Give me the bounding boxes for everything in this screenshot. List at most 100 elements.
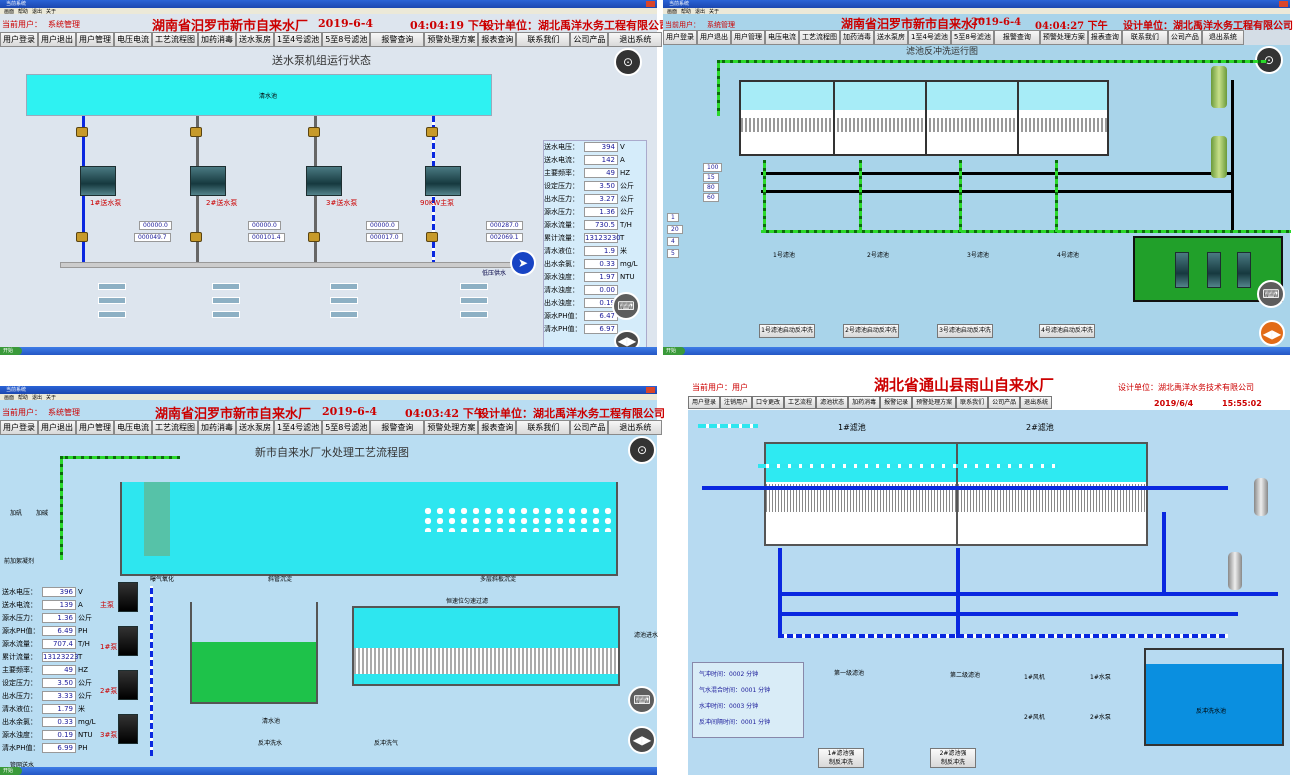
valve-icon[interactable]	[426, 127, 438, 137]
nav-filter-5-8[interactable]: 5至8号滤池	[322, 420, 371, 435]
nav-pump-room[interactable]: 送水泵房	[874, 30, 908, 45]
menu-item-help[interactable]: 帮助	[18, 9, 29, 15]
switch-arrows-icon[interactable]: ◀▶	[614, 330, 640, 352]
nav-logout[interactable]: 注销用户	[720, 396, 753, 409]
pump-2-icon[interactable]	[190, 166, 226, 196]
valve-icon[interactable]	[308, 127, 320, 137]
nav-login[interactable]: 用户登录	[0, 420, 38, 435]
menu-item-screen[interactable]: 画面	[4, 395, 15, 401]
nav-reports[interactable]: 报表查询	[478, 420, 517, 435]
pump-icon[interactable]	[118, 626, 138, 656]
menu-item-screen[interactable]: 画面	[667, 9, 678, 15]
menu-item-about[interactable]: 关于	[709, 9, 720, 15]
nav-dosing[interactable]: 加药消毒	[198, 420, 236, 435]
nav-contact[interactable]: 联系我们	[1121, 30, 1168, 45]
nav-login[interactable]: 用户登录	[0, 32, 38, 47]
nav-filter-status[interactable]: 滤池状态	[816, 396, 849, 409]
nav-logout[interactable]: 用户退出	[38, 420, 76, 435]
nav-contact[interactable]: 联系我们	[516, 32, 571, 47]
keyboard-icon[interactable]: ⌨	[1257, 280, 1285, 308]
nav-logout[interactable]: 用户退出	[38, 32, 76, 47]
menu-item-exit[interactable]: 退出	[695, 9, 706, 15]
nav-alarm-plan[interactable]: 预警处理方案	[424, 420, 479, 435]
pump-icon[interactable]	[118, 714, 138, 744]
nav-login[interactable]: 用户登录	[663, 30, 697, 45]
blower-icon[interactable]	[1254, 478, 1268, 516]
nav-alarm-plan[interactable]: 预警处理方案	[424, 32, 479, 47]
blower-icon[interactable]	[1228, 552, 1242, 590]
pump-3-icon[interactable]	[306, 166, 342, 196]
nav-exit[interactable]: 退出系统	[608, 420, 663, 435]
nav-process[interactable]: 工艺流程图	[152, 32, 198, 47]
nav-process[interactable]: 工艺流程图	[152, 420, 198, 435]
nav-logout[interactable]: 用户退出	[697, 30, 731, 45]
nav-filter-5-8[interactable]: 5至8号滤池	[950, 30, 994, 45]
nav-contact[interactable]: 联系我们	[956, 396, 989, 409]
pump-1-icon[interactable]	[80, 166, 116, 196]
menu-item-help[interactable]: 帮助	[681, 9, 692, 15]
nav-contact[interactable]: 联系我们	[516, 420, 571, 435]
nav-process[interactable]: 工艺流程图	[799, 30, 840, 45]
valve-icon[interactable]	[76, 127, 88, 137]
nav-password[interactable]: 口令更改	[752, 396, 785, 409]
blower-icon[interactable]	[1211, 136, 1227, 178]
menu-item-exit[interactable]: 退出	[32, 395, 43, 401]
nav-exit[interactable]: 退出系统	[1020, 396, 1053, 409]
nav-process[interactable]: 工艺流程	[784, 396, 817, 409]
nav-dosing[interactable]: 加药消毒	[198, 32, 236, 47]
pump-icon[interactable]	[118, 670, 138, 700]
switch-arrows-icon[interactable]: ◀▶	[628, 726, 656, 754]
nav-alarm-plan[interactable]: 预警处理方案	[1039, 30, 1088, 45]
nav-products[interactable]: 公司产品	[570, 420, 609, 435]
close-icon[interactable]	[646, 1, 655, 7]
pump-icon[interactable]	[1175, 252, 1189, 288]
nav-products[interactable]: 公司产品	[570, 32, 609, 47]
nav-alarms[interactable]: 报警查询	[370, 32, 425, 47]
force-backwash-1-button[interactable]: 1#滤池强 制反冲洗	[818, 748, 864, 768]
nav-filter-1-4[interactable]: 1至4号滤池	[274, 32, 323, 47]
nav-exit[interactable]: 退出系统	[1201, 30, 1244, 45]
close-icon[interactable]	[646, 387, 655, 393]
valve-icon[interactable]	[426, 232, 438, 242]
nav-products[interactable]: 公司产品	[988, 396, 1021, 409]
nav-dosing[interactable]: 加药消毒	[840, 30, 874, 45]
menu-item-about[interactable]: 关于	[46, 395, 57, 401]
nav-reports[interactable]: 报表查询	[1087, 30, 1122, 45]
nav-filter-1-4[interactable]: 1至4号滤池	[274, 420, 323, 435]
nav-pump-room[interactable]: 送水泵房	[236, 32, 274, 47]
close-icon[interactable]	[1279, 1, 1288, 7]
nav-login[interactable]: 用户登录	[688, 396, 721, 409]
keyboard-icon[interactable]: ⌨	[612, 292, 640, 320]
valve-icon[interactable]	[190, 232, 202, 242]
menu-item-exit[interactable]: 退出	[32, 9, 43, 15]
mouse-icon[interactable]: ⊙	[614, 48, 642, 76]
nav-alarms[interactable]: 报警查询	[370, 420, 425, 435]
nav-dosing[interactable]: 加药消毒	[848, 396, 881, 409]
pump-icon[interactable]	[1207, 252, 1221, 288]
nav-filter-1-4[interactable]: 1至4号滤池	[908, 30, 951, 45]
nav-users[interactable]: 用户管理	[76, 32, 114, 47]
menu-item-about[interactable]: 关于	[46, 9, 57, 15]
backwash-button-3[interactable]: 3号滤池启动反冲洗	[937, 324, 993, 338]
pump-4-icon[interactable]	[425, 166, 461, 196]
nav-alarms[interactable]: 报警查询	[993, 30, 1040, 45]
nav-users[interactable]: 用户管理	[76, 420, 114, 435]
nav-products[interactable]: 公司产品	[1167, 30, 1202, 45]
start-button[interactable]: 开始	[663, 347, 685, 355]
nav-filter-5-8[interactable]: 5至8号滤池	[322, 32, 371, 47]
nav-reports[interactable]: 报表查询	[478, 32, 517, 47]
start-button[interactable]: 开始	[0, 767, 22, 775]
valve-icon[interactable]	[76, 232, 88, 242]
switch-arrows-icon[interactable]: ◀▶	[1259, 320, 1285, 346]
keyboard-icon[interactable]: ⌨	[628, 686, 656, 714]
nav-pump-room[interactable]: 送水泵房	[236, 420, 274, 435]
nav-exit[interactable]: 退出系统	[608, 32, 663, 47]
menu-item-screen[interactable]: 画面	[4, 9, 15, 15]
valve-icon[interactable]	[190, 127, 202, 137]
blower-icon[interactable]	[1211, 66, 1227, 108]
nav-alarms[interactable]: 报警记录	[880, 396, 913, 409]
nav-power[interactable]: 电压电流	[114, 420, 152, 435]
nav-alarm-plan[interactable]: 预警处理方案	[912, 396, 957, 409]
start-button[interactable]: 开始	[0, 347, 22, 355]
valve-icon[interactable]	[308, 232, 320, 242]
